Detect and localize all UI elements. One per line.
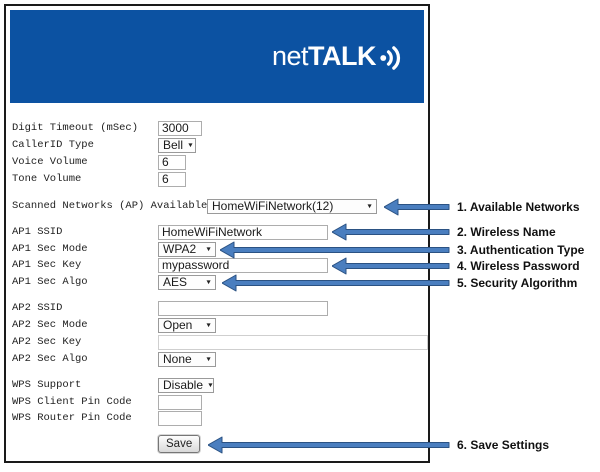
annotation-label-security-algorithm: 5. Security Algorithm [457, 276, 578, 290]
ap2-sec-algo-value: None [163, 352, 192, 366]
tone-volume-input[interactable] [158, 171, 186, 187]
form-row: AP2 Sec Key [12, 334, 428, 350]
annotation-label-wireless-name: 2. Wireless Name [457, 225, 556, 239]
form-row: AP1 Sec Algo AES ▼ [12, 274, 216, 290]
wps-router-pin-input[interactable] [158, 410, 202, 426]
form-row: CallerID Type Bell ▼ [12, 137, 196, 153]
ap1-sec-key-input[interactable] [158, 257, 328, 273]
wps-client-pin-label: WPS Client Pin Code [12, 396, 132, 408]
dropdown-caret-icon: ▼ [205, 245, 212, 253]
logo-text-talk: TALK [308, 41, 376, 71]
dropdown-caret-icon: ▼ [205, 355, 212, 363]
tone-volume-label: Tone Volume [12, 173, 82, 185]
ap1-sec-algo-label: AP1 Sec Algo [12, 276, 88, 288]
form-row: AP1 Sec Key [12, 257, 328, 273]
ap2-sec-mode-label: AP2 Sec Mode [12, 319, 88, 331]
ap2-sec-algo-select[interactable]: None ▼ [158, 351, 216, 367]
wps-support-select[interactable]: Disable ▼ [158, 377, 214, 393]
wps-support-label: WPS Support [12, 379, 82, 391]
annotation-label-save-settings: 6. Save Settings [457, 438, 550, 452]
scanned-networks-value: HomeWiFiNetwork(12) [212, 199, 334, 213]
ap1-sec-mode-value: WPA2 [163, 242, 197, 256]
annotation-label-available-networks: 1. Available Networks [457, 200, 580, 214]
dropdown-caret-icon: ▼ [366, 202, 373, 210]
form-row: WPS Router Pin Code [12, 410, 202, 426]
ap2-sec-mode-value: Open [163, 318, 193, 332]
form-row: AP1 Sec Mode WPA2 ▼ [12, 241, 216, 257]
dropdown-caret-icon: ▼ [205, 278, 212, 286]
callerid-type-label: CallerID Type [12, 139, 94, 151]
form-row: AP2 Sec Algo None ▼ [12, 351, 216, 367]
ap2-sec-key-label: AP2 Sec Key [12, 336, 82, 348]
ap1-ssid-input[interactable] [158, 224, 328, 240]
wps-client-pin-input[interactable] [158, 394, 202, 410]
scanned-networks-select[interactable]: HomeWiFiNetwork(12) ▼ [207, 198, 377, 214]
form-row: Tone Volume [12, 171, 186, 187]
save-button[interactable]: Save [158, 435, 201, 453]
dropdown-caret-icon: ▼ [207, 381, 214, 389]
annotation-label-wireless-password: 4. Wireless Password [457, 259, 580, 273]
ap1-sec-mode-select[interactable]: WPA2 ▼ [158, 241, 216, 257]
annotation-arrow-wireless-password [332, 257, 450, 275]
dropdown-caret-icon: ▼ [205, 321, 212, 329]
form-row: Digit Timeout (mSec) [12, 120, 202, 136]
annotation-arrow-security-algorithm [222, 274, 450, 292]
form-row: Save [12, 435, 201, 453]
ap1-sec-algo-value: AES [163, 275, 188, 289]
form-row: Scanned Networks (AP) Available HomeWiFi… [12, 198, 377, 214]
annotation-arrow-authentication-type [220, 241, 450, 259]
ap1-sec-algo-select[interactable]: AES ▼ [158, 274, 216, 290]
annotation-arrow-save-settings [208, 436, 450, 454]
voice-volume-label: Voice Volume [12, 156, 88, 168]
ap2-ssid-label: AP2 SSID [12, 302, 63, 314]
wps-support-value: Disable [163, 378, 204, 392]
annotation-arrow-available-networks [384, 198, 450, 216]
ap1-sec-mode-label: AP1 Sec Mode [12, 243, 88, 255]
form-row: WPS Support Disable ▼ [12, 377, 214, 393]
form-row: AP1 SSID [12, 224, 328, 240]
form-row: WPS Client Pin Code [12, 394, 202, 410]
digit-timeout-label: Digit Timeout (mSec) [12, 122, 139, 134]
annotation-arrow-wireless-name [332, 223, 450, 241]
wps-router-pin-label: WPS Router Pin Code [12, 412, 132, 424]
logo-text-net: net [271, 41, 309, 71]
form-row: AP2 SSID [12, 300, 328, 316]
scanned-networks-label: Scanned Networks (AP) Available [12, 200, 208, 212]
ap2-sec-mode-select[interactable]: Open ▼ [158, 317, 216, 333]
sound-wave-icon [380, 46, 401, 70]
callerid-type-select[interactable]: Bell ▼ [158, 137, 196, 153]
form-row: AP2 Sec Mode Open ▼ [12, 317, 216, 333]
ap1-ssid-label: AP1 SSID [12, 226, 63, 238]
ap2-sec-algo-label: AP2 Sec Algo [12, 353, 88, 365]
callerid-type-value: Bell [163, 138, 184, 152]
ap2-sec-key-input[interactable] [158, 334, 428, 350]
ap1-sec-key-label: AP1 Sec Key [12, 259, 82, 271]
dropdown-caret-icon: ▼ [187, 141, 194, 149]
annotation-label-authentication-type: 3. Authentication Type [457, 243, 585, 257]
ap2-ssid-input[interactable] [158, 300, 328, 316]
voice-volume-input[interactable] [158, 154, 186, 170]
form-row: Voice Volume [12, 154, 186, 170]
digit-timeout-input[interactable] [158, 120, 202, 136]
